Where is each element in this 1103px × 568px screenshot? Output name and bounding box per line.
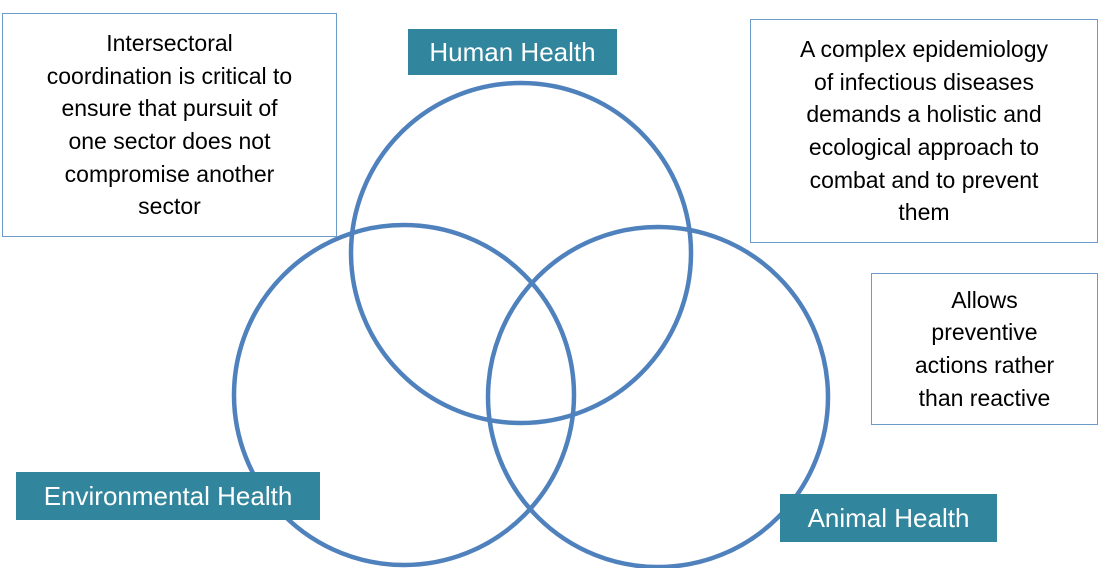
label-human-health-text: Human Health	[429, 37, 596, 67]
callout-preventive-text: Allows preventive actions rather than re…	[914, 286, 1055, 411]
label-environmental-health: Environmental Health	[16, 472, 320, 520]
label-environmental-health-text: Environmental Health	[43, 481, 293, 511]
label-animal-health-text: Animal Health	[807, 503, 970, 533]
callout-complex-epidemiology: A complex epidemiology of infectious dis…	[750, 19, 1098, 243]
label-human-health: Human Health	[408, 29, 617, 75]
callout-intersectoral-coordination: Intersectoral coordination is critical t…	[2, 13, 337, 237]
venn-circle-animal	[485, 224, 831, 568]
callout-epidemiology-text: A complex epidemiology of infectious dis…	[799, 36, 1049, 226]
callout-intersectoral-text: Intersectoral coordination is critical t…	[46, 30, 293, 220]
callout-preventive-actions: Allows preventive actions rather than re…	[871, 273, 1098, 425]
venn-circle-environmental	[231, 222, 577, 568]
label-animal-health: Animal Health	[780, 494, 997, 542]
venn-circle-human	[348, 80, 694, 426]
